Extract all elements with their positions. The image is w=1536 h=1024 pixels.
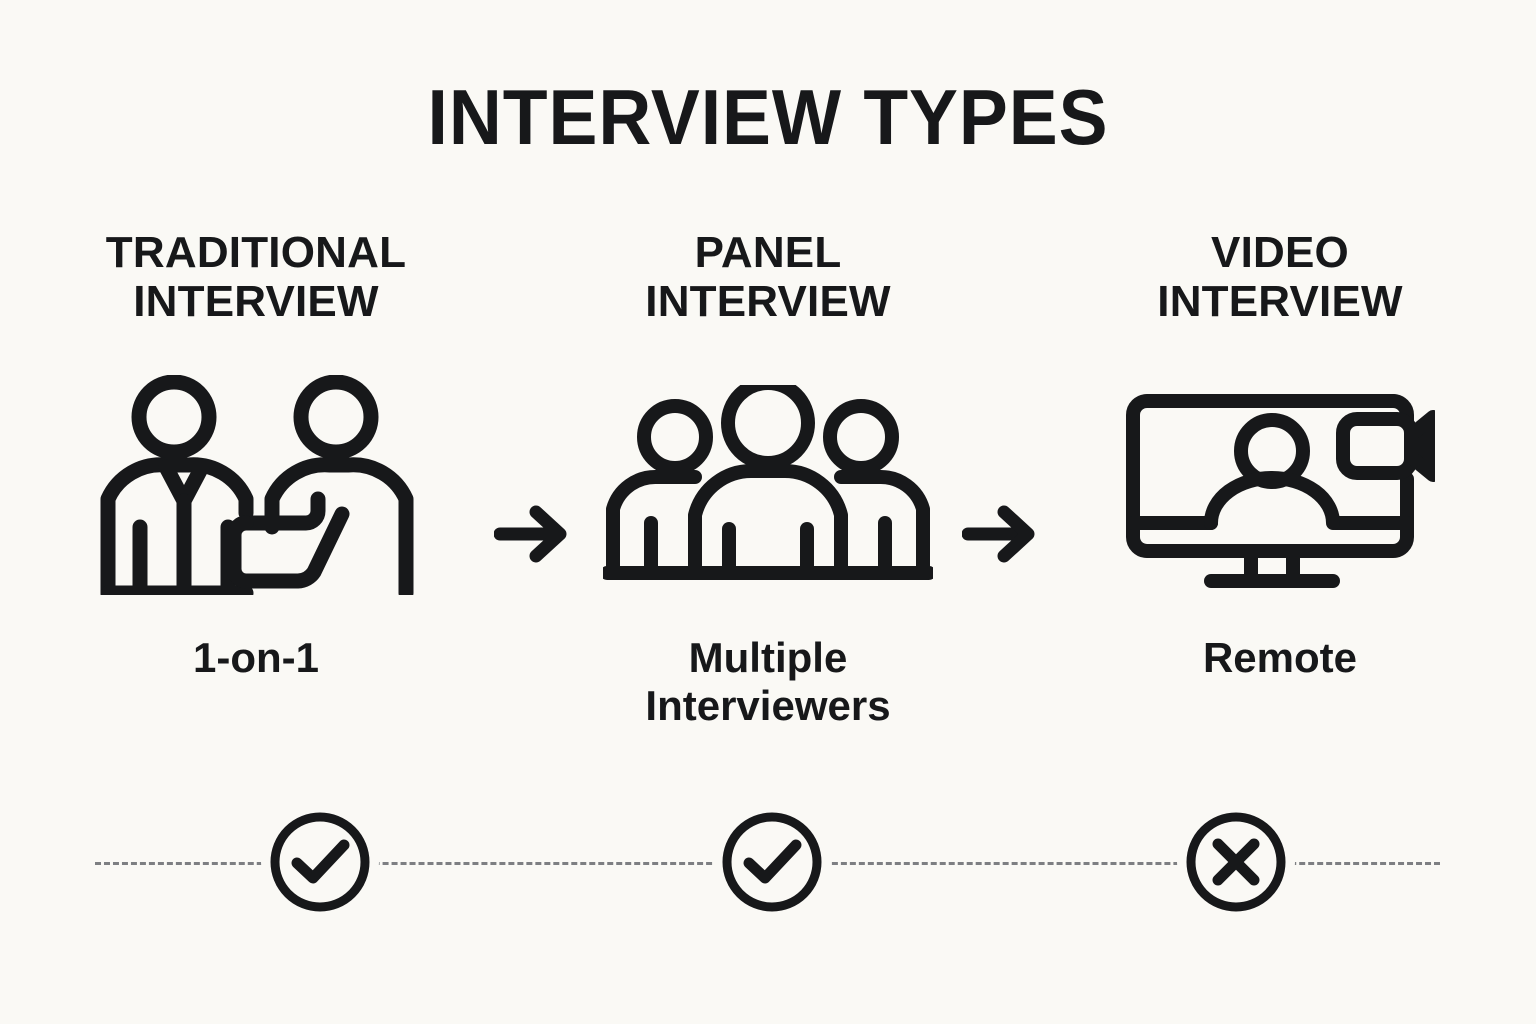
status-badge-check [713, 803, 831, 921]
page-title: INTERVIEW TYPES [427, 73, 1109, 161]
arrow-right-icon [961, 498, 1038, 570]
status-badge-cross [1177, 803, 1295, 921]
column-caption: Remote [1202, 634, 1358, 681]
monitor-video-call-icon [1125, 370, 1435, 600]
status-track [0, 803, 1536, 970]
three-people-group-icon [603, 370, 933, 600]
status-badge-check [261, 803, 379, 921]
column-panel-interview: PANEL INTERVIEW [512, 228, 1024, 731]
two-people-handshake-icon [96, 370, 416, 600]
column-caption: 1-on-1 [193, 634, 319, 681]
interview-type-columns: TRADITIONAL INTERVIEW [0, 228, 1536, 828]
column-video-interview: VIDEO INTERVIEW [1024, 228, 1536, 682]
column-heading: TRADITIONAL INTERVIEW [105, 228, 407, 327]
column-heading: PANEL INTERVIEW [645, 228, 891, 327]
column-traditional-interview: TRADITIONAL INTERVIEW [0, 228, 512, 682]
column-caption: Multiple Interviewers [645, 634, 891, 730]
column-heading: VIDEO INTERVIEW [1157, 228, 1403, 327]
arrow-right-icon [493, 498, 570, 570]
